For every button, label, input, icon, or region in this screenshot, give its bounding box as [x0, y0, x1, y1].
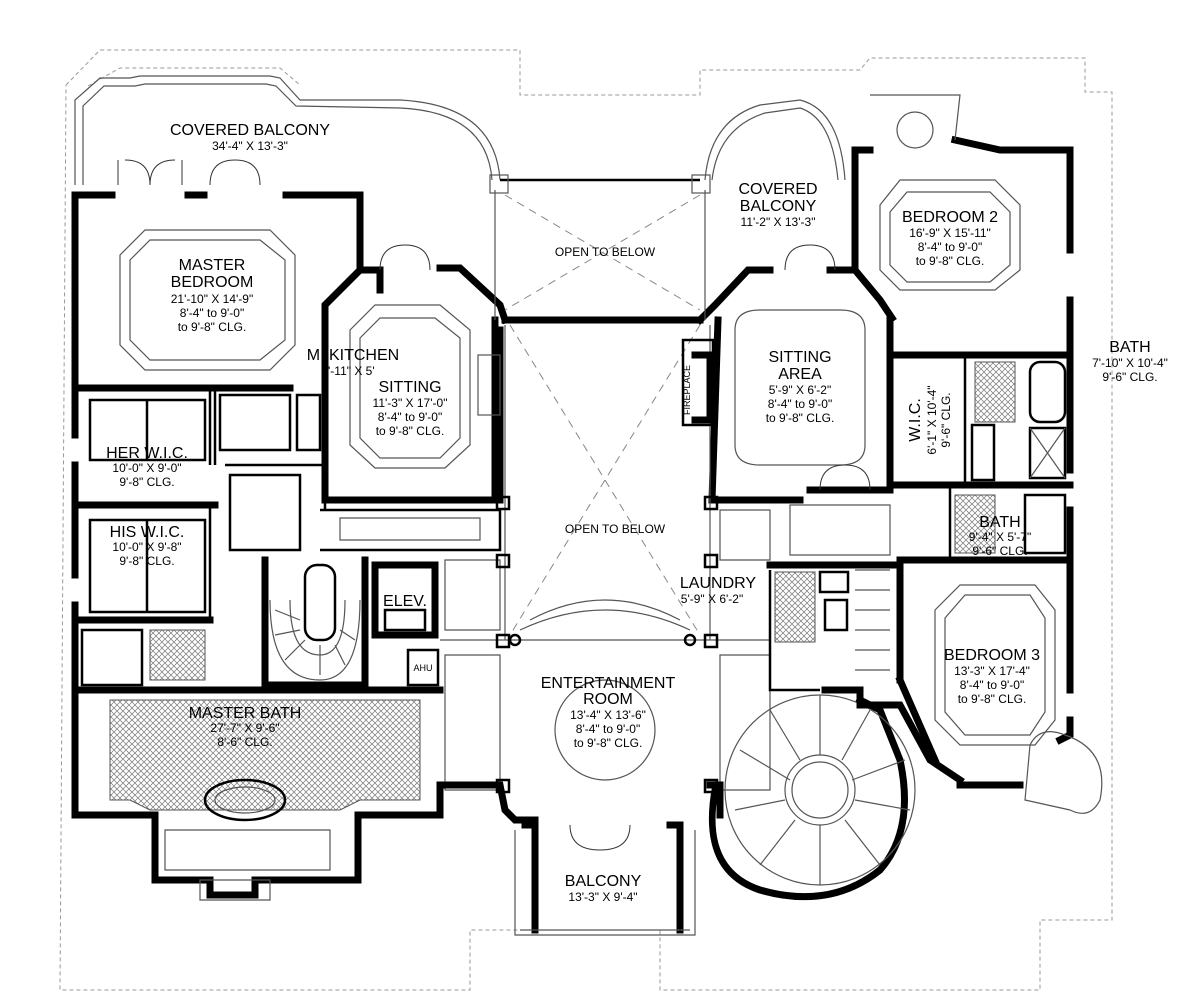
covered-balcony-right-name2: BALCONY	[740, 198, 817, 215]
bedroom2-name: BEDROOM 2	[902, 209, 998, 226]
fireplace-label: FIREPLACE	[682, 365, 692, 415]
wic-clg: 9'-6" CLG.	[939, 392, 953, 447]
right-baths	[886, 351, 1074, 564]
wic-name: W.I.C.	[907, 398, 924, 442]
sitting-area-name1: SITTING	[768, 349, 831, 366]
balcony-dims: 13'-3" X 9'-4"	[568, 890, 637, 904]
bath-mid-name: BATH	[979, 514, 1020, 531]
entertainment-room-name2: ROOM	[583, 691, 633, 708]
bath-mid-dims: 9'-4" X 5'-7"	[969, 530, 1031, 544]
laundry-area	[766, 561, 904, 692]
open-to-below-mid	[504, 324, 715, 640]
entertainment-room-clg1: 8'-4" to 9'-0"	[576, 722, 640, 736]
covered-balcony-left-dims: 34'-4" X 13'-3"	[212, 139, 288, 153]
bedroom3-name: BEDROOM 3	[944, 647, 1040, 664]
bedroom3-dims: 13'-3" X 17'-4"	[954, 664, 1030, 678]
bedroom3-clg1: 8'-4" to 9'-0"	[960, 678, 1024, 692]
her-wic-name: HER W.I.C.	[106, 445, 188, 462]
master-bath-dims: 27'-7" X 9'-6"	[210, 721, 279, 735]
sitting-name: SITTING	[378, 379, 441, 396]
m-kitchen-name: M. KITCHEN	[307, 347, 399, 364]
wic-dims: 6'-1" X 10'-4"	[925, 385, 939, 454]
master-bath	[76, 628, 444, 901]
left-interior-walls	[71, 384, 327, 624]
entertainment-room-name1: ENTERTAINMENT	[541, 675, 676, 692]
his-wic-clg: 9'-8" CLG.	[119, 554, 174, 568]
balcony-name: BALCONY	[565, 873, 642, 890]
m-kitchen-dims: 8'-11" X 5'	[321, 364, 374, 378]
master-bath-clg: 8'-6" CLG.	[217, 735, 272, 749]
covered-balcony-left	[74, 75, 501, 186]
bedroom2-clg1: 8'-4" to 9'-0"	[918, 240, 982, 254]
entertainment-room	[436, 504, 891, 824]
sitting-dims: 11'-3" X 17'-0"	[373, 396, 448, 410]
left-stair	[261, 508, 502, 689]
open-to-below-mid-name: OPEN TO BELOW	[565, 522, 666, 536]
laundry-name: LAUNDRY	[680, 575, 757, 592]
spiral-stair	[708, 686, 965, 901]
sitting-clg2: to 9'-8" CLG.	[376, 424, 445, 438]
master-bedroom	[119, 229, 431, 371]
balcony-bottom	[514, 821, 696, 936]
bath-top-name: BATH	[1109, 339, 1150, 356]
entertainment-room-dims: 13'-4" X 13'-6"	[570, 708, 646, 722]
his-wic-name: HIS W.I.C.	[110, 524, 185, 541]
sitting-area-clg2: to 9'-8" CLG.	[766, 411, 835, 425]
laundry-dims: 5'-9" X 6'-2"	[681, 592, 743, 606]
sitting-clg1: 8'-4" to 9'-0"	[378, 410, 442, 424]
bedroom2-clg2: to 9'-8" CLG.	[916, 254, 985, 268]
columns	[495, 495, 719, 794]
covered-balcony-right-dims: 11'-2" X 13'-3"	[741, 215, 816, 229]
bath-mid-clg: 9'-6" CLG.	[972, 544, 1027, 558]
bath-top-dims: 7'-10" X 10'-4"	[1092, 356, 1168, 370]
room-labels: COVERED BALCONY 34'-4" X 13'-3" MASTER B…	[106, 122, 1168, 904]
right-wing-top	[704, 94, 1021, 291]
open-to-below-top-name: OPEN TO BELOW	[555, 245, 656, 259]
sitting-area-clg1: 8'-4" to 9'-0"	[768, 397, 832, 411]
her-wic-clg: 9'-8" CLG.	[119, 475, 174, 489]
master-bedroom-name2: BEDROOM	[171, 274, 254, 291]
covered-balcony-right-name1: COVERED	[738, 181, 817, 198]
bath-top-clg: 9'-6" CLG.	[1102, 370, 1157, 384]
bedroom3-clg2: to 9'-8" CLG.	[958, 692, 1027, 706]
elev-name: ELEV.	[383, 593, 427, 610]
master-bedroom-clg2: to 9'-8" CLG.	[178, 320, 247, 334]
entertainment-room-clg2: to 9'-8" CLG.	[574, 736, 643, 750]
master-bedroom-name1: MASTER	[179, 257, 246, 274]
his-wic-dims: 10'-0" X 9'-8"	[112, 540, 181, 554]
master-bedroom-clg1: 8'-4" to 9'-0"	[180, 306, 244, 320]
sitting-ceiling	[349, 304, 501, 469]
covered-balcony-left-name: COVERED BALCONY	[170, 122, 330, 139]
roof-outline	[59, 49, 1113, 991]
master-bedroom-dims: 21'-10" X 14'-9"	[171, 292, 253, 306]
sitting-area-right	[734, 309, 894, 494]
sitting-area-name2: AREA	[778, 366, 822, 383]
master-bath-name: MASTER BATH	[189, 705, 302, 722]
bedroom-3	[895, 566, 1103, 814]
bedroom2-dims: 16'-9" X 15'-11"	[909, 226, 991, 240]
sitting-area-dims: 5'-9" X 6'-2"	[769, 383, 831, 397]
ahu-label: AHU	[413, 663, 432, 673]
her-wic-dims: 10'-0" X 9'-0"	[112, 461, 181, 475]
open-to-below-top	[489, 174, 711, 320]
